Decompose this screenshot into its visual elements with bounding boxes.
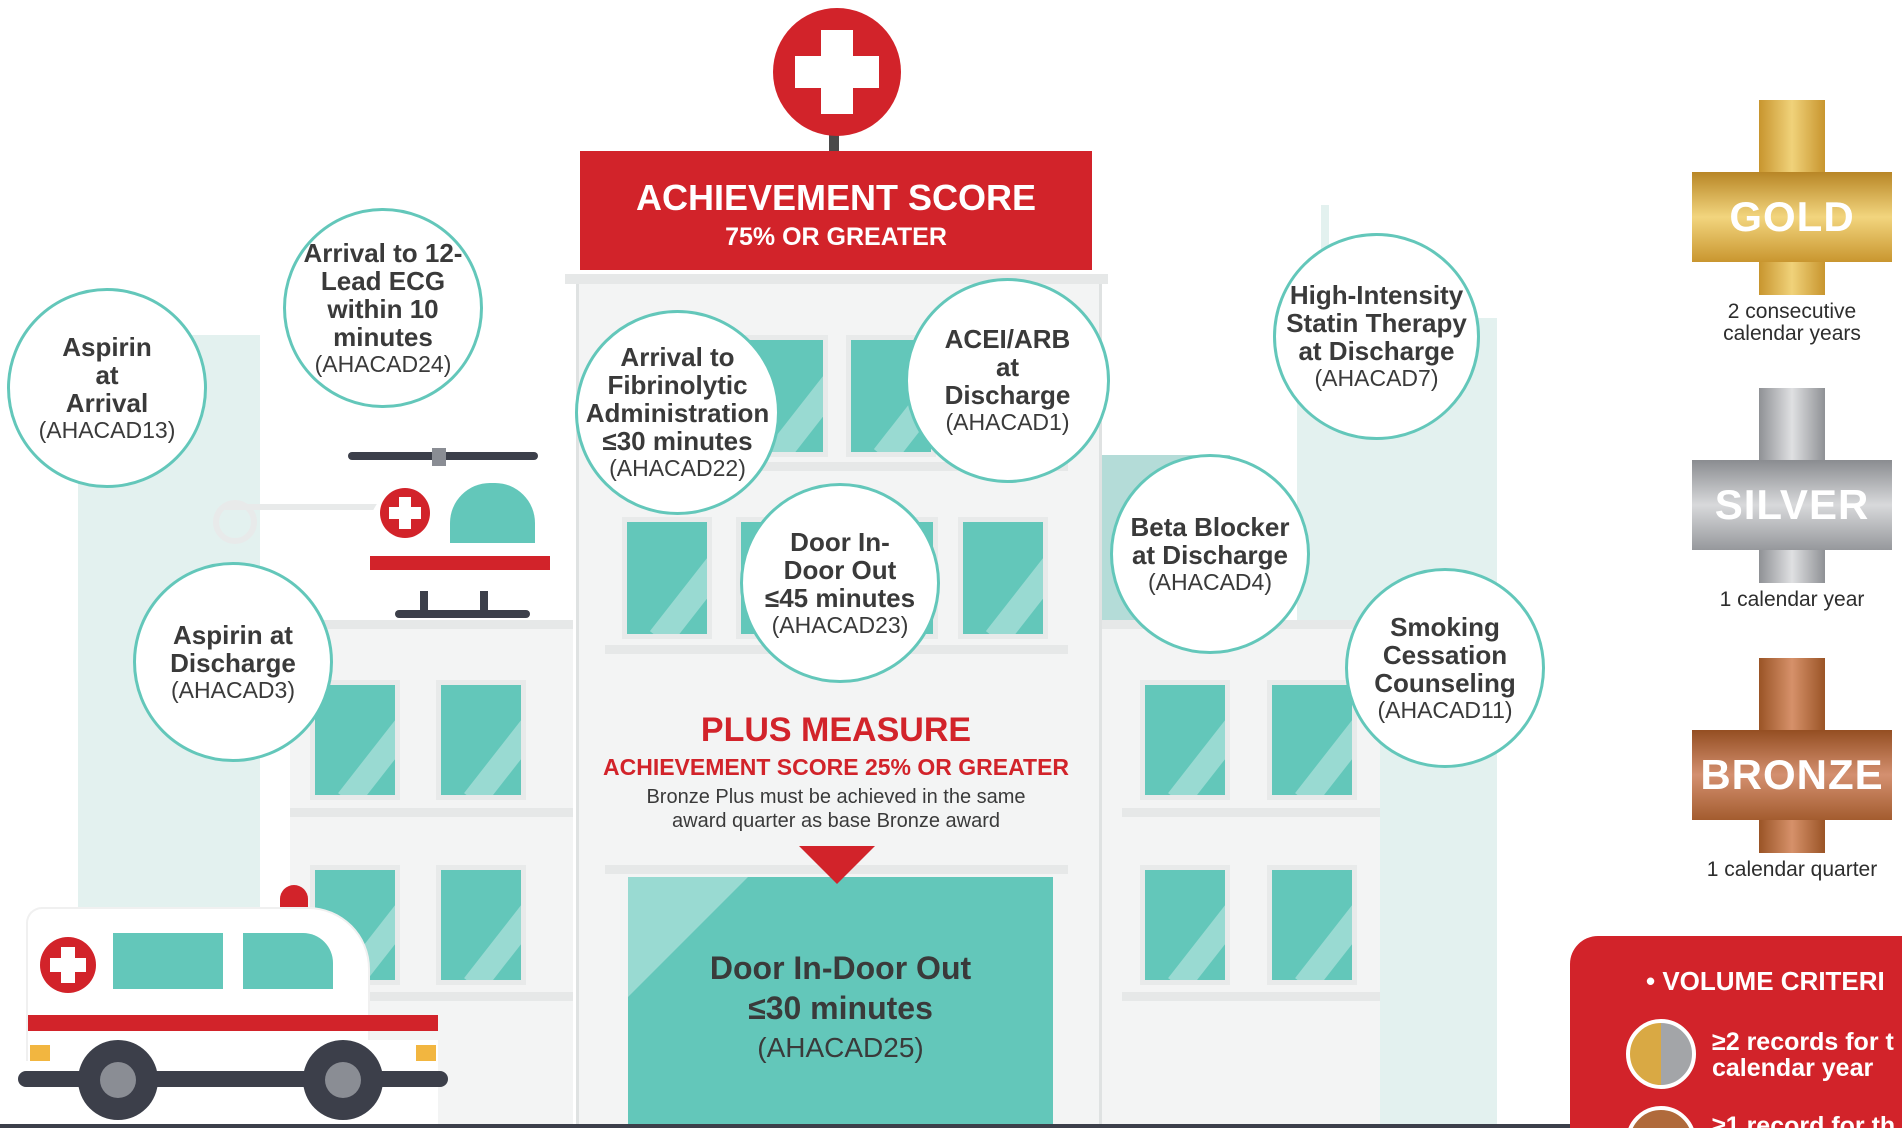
volume-item-1: calendar year bbox=[1712, 1054, 1874, 1082]
measure-acei: ACEI/ARB at Discharge (AHACAD1) bbox=[905, 278, 1110, 483]
measure-title: Aspirin at Discharge bbox=[170, 619, 296, 678]
right-wing-ledge bbox=[1122, 992, 1380, 1001]
gold-caption: 2 consecutive bbox=[1727, 300, 1857, 323]
window bbox=[1267, 865, 1357, 985]
volume-criteria-panel: • VOLUME CRITERI ≥2 records for t calend… bbox=[1570, 936, 1902, 1128]
plus-measure-note: award quarter as base Bronze award bbox=[672, 810, 1000, 832]
gold-caption: calendar years bbox=[1723, 322, 1861, 345]
measure-aspirin-discharge: Aspirin at Discharge (AHACAD3) bbox=[133, 562, 333, 762]
sign-pole bbox=[829, 128, 839, 152]
left-wing-ledge bbox=[290, 992, 573, 1001]
window bbox=[436, 865, 526, 985]
helicopter-illustration bbox=[205, 448, 550, 623]
volume-criteria-title: • VOLUME CRITERI bbox=[1646, 966, 1885, 996]
window bbox=[1267, 680, 1357, 800]
measure-title: ACEI/ARB at Discharge bbox=[944, 324, 1071, 410]
left-wing-ledge bbox=[290, 620, 573, 629]
measure-code: (AHACAD24) bbox=[314, 350, 452, 377]
main-ledge bbox=[605, 462, 1068, 471]
door30-line2: ≤30 minutes bbox=[748, 990, 933, 1026]
achievement-score-subtitle: 75% OR GREATER bbox=[725, 223, 947, 251]
ambulance-illustration bbox=[18, 885, 448, 1128]
left-wing-ledge bbox=[290, 808, 573, 817]
window bbox=[1140, 865, 1230, 985]
plus-measure-title: PLUS MEASURE bbox=[700, 711, 972, 749]
measure-title: Door In-Door Out ≤45 minutes bbox=[764, 526, 916, 613]
measure-code: (AHACAD22) bbox=[609, 455, 746, 481]
bronze-label: BRONZE bbox=[1692, 730, 1892, 820]
silver-label: SILVER bbox=[1692, 460, 1892, 550]
hospital-cross-icon bbox=[773, 8, 901, 136]
main-roof-ledge bbox=[565, 274, 1108, 284]
measure-beta-blocker: Beta Blocker at Discharge (AHACAD4) bbox=[1110, 454, 1310, 654]
measure-title: Aspirin at Arrival bbox=[62, 331, 152, 418]
measure-code: (AHACAD11) bbox=[1377, 696, 1513, 723]
door30-line1: Door In-Door Out bbox=[709, 950, 972, 986]
volume-medal-icon bbox=[1626, 1019, 1696, 1089]
measure-statin: High-Intensity Statin Therapy at Dischar… bbox=[1273, 233, 1480, 440]
measure-ecg: Arrival to 12-Lead ECG within 10 minutes… bbox=[283, 208, 483, 408]
measure-code: (AHACAD4) bbox=[1148, 568, 1272, 595]
measure-door45: Door In-Door Out ≤45 minutes (AHACAD23) bbox=[740, 483, 940, 683]
measure-code: (AHACAD7) bbox=[1314, 365, 1439, 391]
measure-title: Beta Blocker at Discharge bbox=[1130, 511, 1290, 570]
silver-award: SILVER bbox=[1692, 388, 1892, 583]
right-wing-ledge bbox=[1122, 808, 1380, 817]
volume-medal-icon bbox=[1626, 1106, 1696, 1128]
measure-code: (AHACAD1) bbox=[945, 409, 1070, 435]
measure-code: (AHACAD13) bbox=[38, 416, 176, 443]
measure-title: Arrival to 12-Lead ECG within 10 minutes bbox=[303, 237, 463, 352]
ground-line bbox=[0, 1124, 1902, 1128]
bronze-award: BRONZE bbox=[1692, 658, 1892, 853]
down-arrow-icon bbox=[799, 846, 875, 884]
window bbox=[436, 680, 526, 800]
measure-fibrinolytic: Arrival to Fibrinolytic Administration ≤… bbox=[575, 310, 780, 515]
volume-item-2: ≥1 record for th bbox=[1712, 1112, 1896, 1128]
achievement-score-sign: ACHIEVEMENT SCORE 75% OR GREATER bbox=[580, 151, 1092, 270]
measure-title: Arrival to Fibrinolytic Administration ≤… bbox=[585, 342, 770, 456]
measure-aspirin-arrival: Aspirin at Arrival (AHACAD13) bbox=[7, 288, 207, 488]
plus-measure-subtitle: ACHIEVEMENT SCORE 25% OR GREATER bbox=[602, 754, 1070, 780]
measure-smoking-cessation: Smoking Cessation Counseling (AHACAD11) bbox=[1345, 568, 1545, 768]
measure-title: High-Intensity Statin Therapy at Dischar… bbox=[1286, 280, 1467, 366]
door30-code: (AHACAD25) bbox=[757, 1032, 924, 1063]
volume-item-1: ≥2 records for t bbox=[1712, 1028, 1894, 1056]
door30-panel bbox=[628, 877, 1053, 1128]
silver-caption: 1 calendar year bbox=[1719, 588, 1865, 611]
window bbox=[1140, 680, 1230, 800]
achievement-score-title: ACHIEVEMENT SCORE bbox=[635, 177, 1037, 218]
gold-label: GOLD bbox=[1692, 172, 1892, 262]
measure-code: (AHACAD23) bbox=[771, 611, 909, 638]
window bbox=[958, 517, 1048, 639]
window bbox=[622, 517, 712, 639]
bronze-caption: 1 calendar quarter bbox=[1706, 858, 1878, 881]
plus-measure-note: Bronze Plus must be achieved in the same bbox=[646, 786, 1026, 808]
measure-title: Smoking Cessation Counseling bbox=[1374, 611, 1516, 698]
gold-award: GOLD bbox=[1692, 100, 1892, 295]
measure-code: (AHACAD3) bbox=[171, 676, 295, 703]
